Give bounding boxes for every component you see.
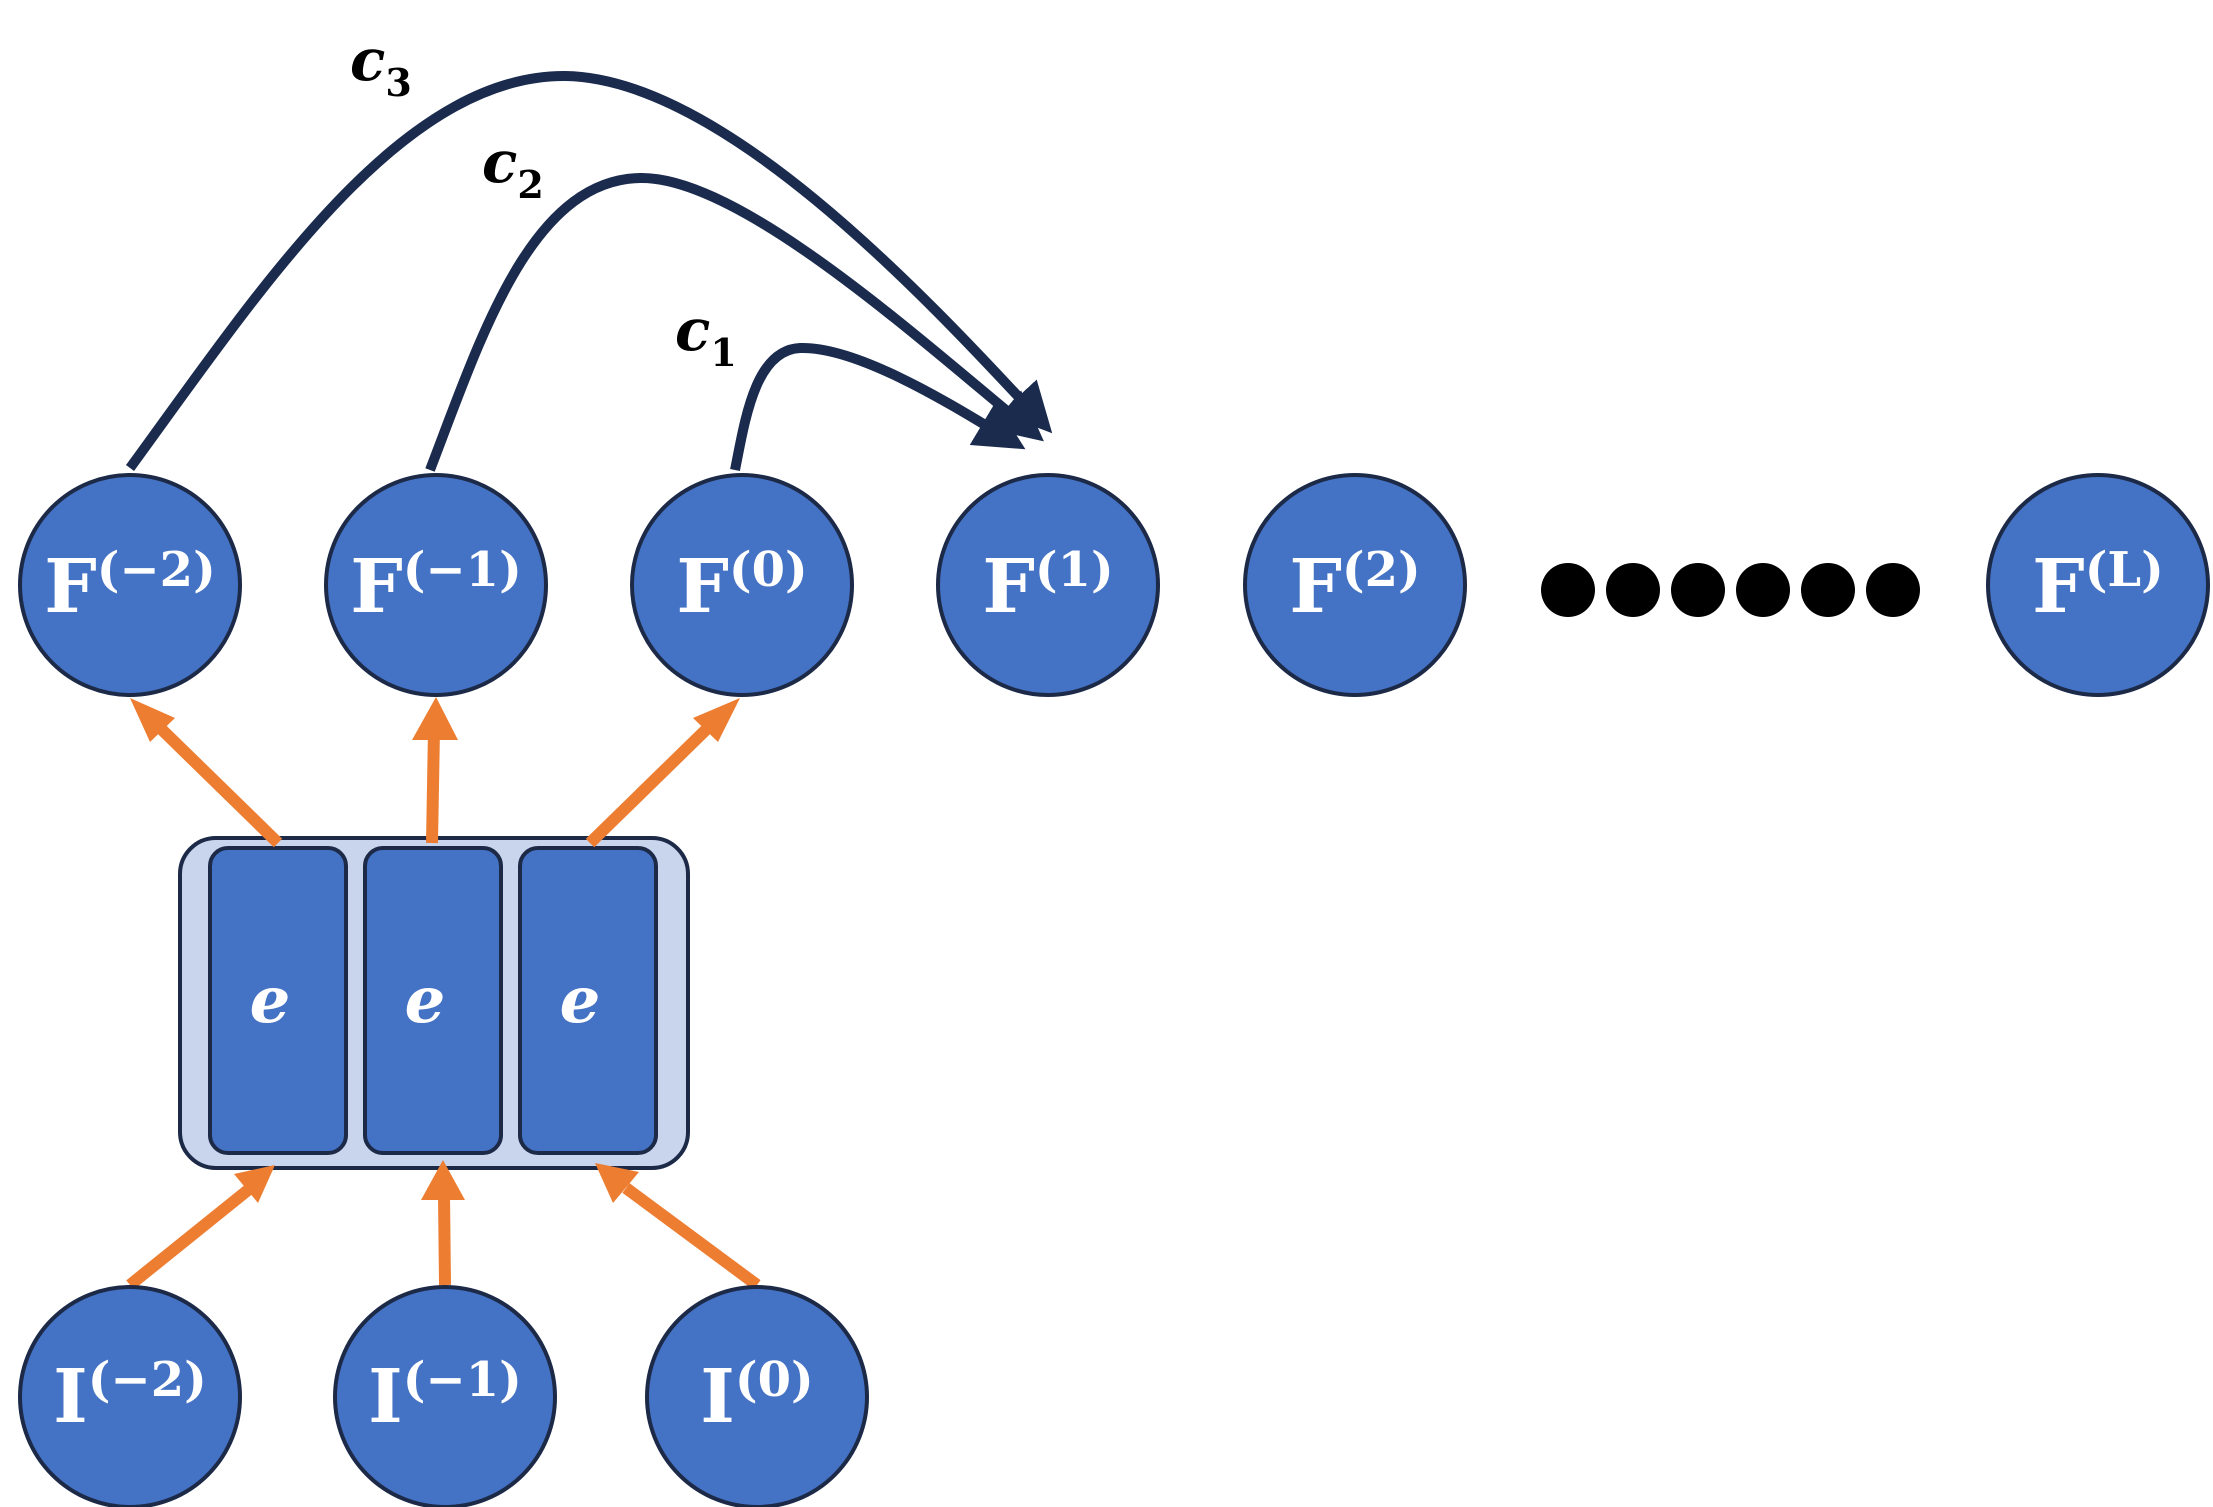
svg-text:F(2): F(2) [1289, 542, 1420, 630]
feature-node-1: F(1) [936, 473, 1160, 697]
connection-c3-curve [125, 70, 1053, 471]
arrow-i-minus-1-to-encoder [421, 1160, 465, 1286]
svg-text:e: e [560, 963, 601, 1038]
svg-text:F(−2): F(−2) [44, 542, 216, 630]
encoder-block: e e e [178, 836, 690, 1170]
ellipsis-dot [1671, 563, 1725, 617]
svg-text:e: e [405, 963, 446, 1038]
arrow-i-0-to-encoder [595, 1163, 761, 1290]
connection-c1-curve [730, 342, 1026, 471]
input-node-minus-1: I(−1) [333, 1285, 557, 1507]
ellipsis-dot [1866, 563, 1920, 617]
connection-c3-label: c3 [350, 26, 412, 105]
svg-text:F(−1): F(−1) [350, 542, 522, 630]
feature-node-L: F(L) [1986, 473, 2210, 697]
feature-node-minus-1: F(−1) [324, 473, 548, 697]
feature-node-minus-2: F(−2) [18, 473, 242, 697]
encoder-cell: e [208, 846, 348, 1155]
svg-text:F(0): F(0) [676, 542, 807, 630]
svg-text:I(0): I(0) [700, 1352, 813, 1440]
svg-text:F(L): F(L) [2032, 542, 2164, 630]
connection-c2-curve [425, 172, 1044, 472]
ellipsis-dot [1801, 563, 1855, 617]
input-node-0: I(0) [645, 1285, 869, 1507]
encoder-cell: e [363, 846, 503, 1155]
arrow-encoder-to-f-minus-2 [130, 698, 283, 848]
ellipsis-dot [1541, 563, 1595, 617]
ellipsis-dot [1736, 563, 1790, 617]
arrow-encoder-to-f-minus-1 [412, 697, 458, 844]
svg-text:I(−2): I(−2) [53, 1352, 207, 1440]
svg-text:I(−1): I(−1) [368, 1352, 522, 1440]
encoder-cell: e [518, 846, 658, 1155]
svg-text:F(1): F(1) [982, 542, 1113, 630]
connection-c2-label: c2 [482, 128, 544, 207]
arrow-i-minus-2-to-encoder [126, 1165, 275, 1290]
ellipsis-dots [1541, 563, 1920, 617]
feature-node-0: F(0) [630, 473, 854, 697]
connection-c1-label: c1 [675, 296, 737, 375]
arrow-encoder-to-f-0 [585, 698, 740, 848]
svg-text:e: e [250, 963, 291, 1038]
feature-node-2: F(2) [1243, 473, 1467, 697]
ellipsis-dot [1606, 563, 1660, 617]
input-node-minus-2: I(−2) [18, 1285, 242, 1507]
